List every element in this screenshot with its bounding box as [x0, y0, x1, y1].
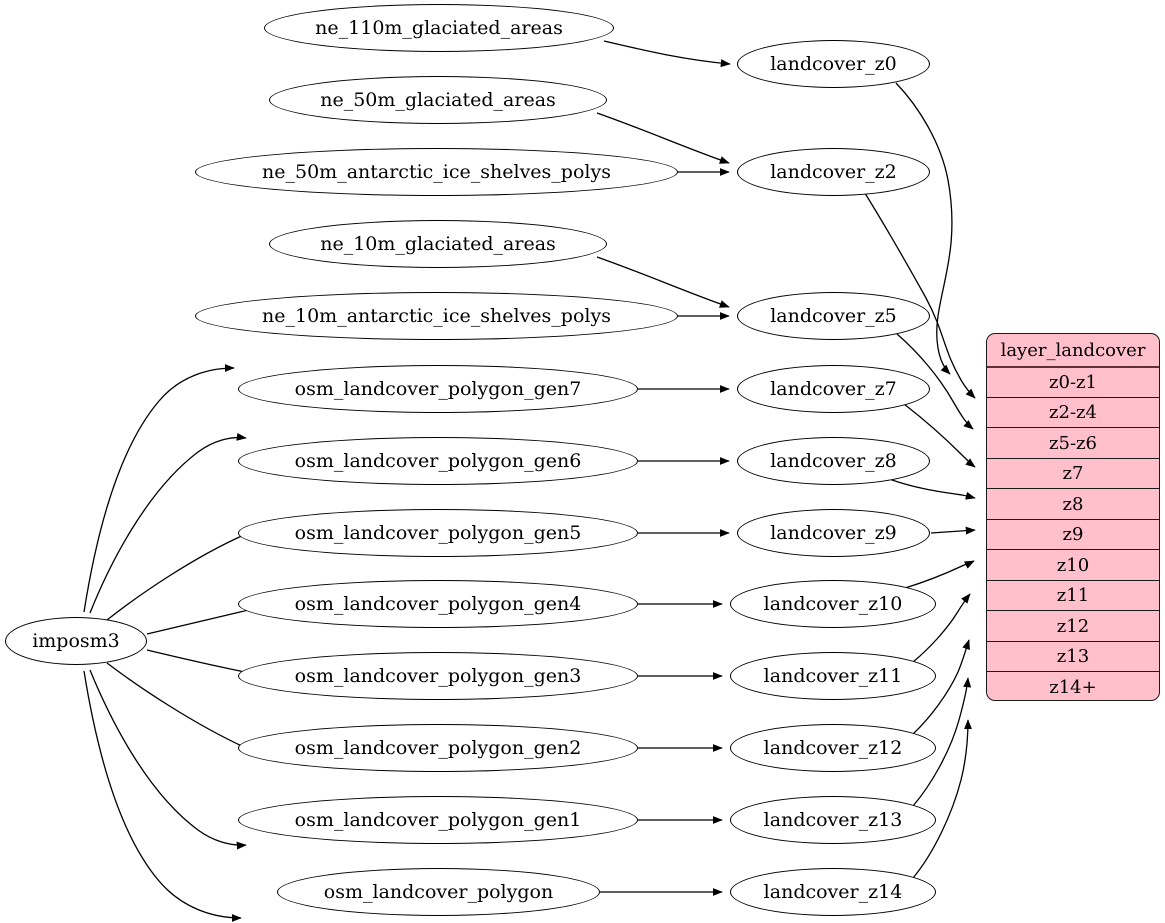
table-row-label: z14+: [1049, 676, 1097, 698]
table-row-z12[interactable]: z12: [987, 610, 1159, 641]
node-label: osm_landcover_polygon_gen5: [294, 521, 582, 544]
node-landcover-z12[interactable]: landcover_z12: [730, 724, 936, 772]
node-ne-10m-glaciated-areas[interactable]: ne_10m_glaciated_areas: [269, 220, 607, 268]
edge-z9-row6: [930, 526, 976, 535]
node-landcover-z0[interactable]: landcover_z0: [737, 40, 930, 88]
node-label: osm_landcover_polygon_gen1: [294, 808, 582, 831]
node-label: osm_landcover_polygon_gen6: [294, 449, 582, 472]
table-row-z8[interactable]: z8: [987, 488, 1159, 519]
table-row-label: z12: [1056, 615, 1090, 637]
node-label: osm_landcover_polygon_gen3: [294, 664, 582, 687]
table-row-z0-z1[interactable]: z0-z1: [987, 366, 1159, 397]
node-label: osm_landcover_polygon: [323, 880, 554, 903]
table-row-z2-z4[interactable]: z2-z4: [987, 397, 1159, 427]
edge-imposm3-gen7: [83, 364, 235, 613]
node-osm-landcover-polygon-gen1[interactable]: osm_landcover_polygon_gen1: [238, 796, 638, 844]
edge-imposm3-gen1: [89, 669, 247, 850]
node-ne-110m-glaciated-areas[interactable]: ne_110m_glaciated_areas: [264, 4, 614, 52]
node-label: landcover_z8: [770, 449, 897, 472]
node-label: landcover_z13: [763, 808, 903, 831]
node-label: landcover_z11: [763, 664, 903, 687]
table-row-label: z0-z1: [1049, 372, 1097, 393]
node-label: ne_50m_glaciated_areas: [320, 88, 556, 111]
node-landcover-z10[interactable]: landcover_z10: [730, 580, 936, 628]
edge-ne110-z0: [603, 40, 731, 68]
node-landcover-z9[interactable]: landcover_z9: [737, 509, 930, 557]
node-label: landcover_z7: [770, 377, 897, 400]
node-label: landcover_z0: [770, 52, 897, 75]
node-label: ne_10m_glaciated_areas: [320, 232, 556, 255]
node-label: landcover_z10: [763, 592, 903, 615]
node-landcover-z11[interactable]: landcover_z11: [730, 652, 936, 700]
table-row-label: z8: [1062, 493, 1084, 515]
node-label: ne_50m_antarctic_ice_shelves_polys: [262, 160, 611, 183]
node-label: landcover_z12: [763, 736, 903, 759]
node-label: landcover_z5: [770, 304, 897, 327]
node-label: landcover_z2: [770, 160, 897, 183]
node-landcover-z8[interactable]: landcover_z8: [737, 437, 930, 485]
table-row-label: z9: [1062, 524, 1084, 545]
node-osm-landcover-polygon[interactable]: osm_landcover_polygon: [277, 868, 600, 916]
node-landcover-z5[interactable]: landcover_z5: [737, 292, 930, 340]
table-row-label: z13: [1056, 646, 1090, 667]
table-row-label: z7: [1062, 463, 1084, 484]
table-row-z11[interactable]: z11: [987, 580, 1159, 610]
node-osm-landcover-polygon-gen5[interactable]: osm_landcover_polygon_gen5: [238, 509, 638, 557]
node-label: osm_landcover_polygon_gen2: [294, 736, 582, 759]
table-row-z14-plus[interactable]: z14+: [987, 671, 1159, 700]
node-ne-50m-antarctic-ice-shelves-polys[interactable]: ne_50m_antarctic_ice_shelves_polys: [195, 148, 678, 196]
node-imposm3[interactable]: imposm3: [5, 617, 147, 665]
table-row-z5-z6[interactable]: z5-z6: [987, 427, 1159, 458]
node-label: landcover_z14: [763, 880, 903, 903]
table-row-z7[interactable]: z7: [987, 458, 1159, 488]
node-label: ne_110m_glaciated_areas: [315, 16, 563, 39]
table-row-label: z2-z4: [1049, 402, 1097, 423]
table-row-z9[interactable]: z9: [987, 519, 1159, 549]
edge-imposm3-polygon: [83, 670, 242, 922]
table-row-label: z5-z6: [1049, 432, 1097, 454]
table-row-label: z11: [1056, 585, 1090, 606]
table-header-label: layer_landcover: [1000, 339, 1146, 361]
table-header-layer-landcover: layer_landcover: [987, 334, 1159, 366]
node-landcover-z7[interactable]: landcover_z7: [737, 365, 930, 413]
node-landcover-z14[interactable]: landcover_z14: [730, 868, 936, 916]
node-landcover-z2[interactable]: landcover_z2: [737, 148, 930, 196]
node-ne-50m-glaciated-areas[interactable]: ne_50m_glaciated_areas: [269, 76, 607, 124]
node-osm-landcover-polygon-gen7[interactable]: osm_landcover_polygon_gen7: [238, 365, 638, 413]
edge-z8-row5: [883, 476, 976, 500]
node-ne-10m-antarctic-ice-shelves-polys[interactable]: ne_10m_antarctic_ice_shelves_polys: [195, 292, 678, 340]
node-osm-landcover-polygon-gen4[interactable]: osm_landcover_polygon_gen4: [238, 580, 638, 628]
node-label: imposm3: [32, 629, 120, 652]
node-osm-landcover-polygon-gen6[interactable]: osm_landcover_polygon_gen6: [238, 437, 638, 485]
edge-imposm3-gen6: [89, 432, 247, 614]
table-row-z10[interactable]: z10: [987, 549, 1159, 580]
node-label: landcover_z9: [770, 521, 897, 544]
node-label: ne_10m_antarctic_ice_shelves_polys: [262, 304, 611, 327]
node-landcover-z13[interactable]: landcover_z13: [730, 796, 936, 844]
layer-landcover-table[interactable]: layer_landcover z0-z1 z2-z4 z5-z6 z7 z8 …: [986, 333, 1160, 701]
table-row-label: z10: [1056, 554, 1090, 576]
edge-z10-row7: [904, 560, 975, 589]
node-osm-landcover-polygon-gen3[interactable]: osm_landcover_polygon_gen3: [238, 652, 638, 700]
table-row-z13[interactable]: z13: [987, 641, 1159, 671]
node-label: osm_landcover_polygon_gen4: [294, 592, 582, 615]
node-osm-landcover-polygon-gen2[interactable]: osm_landcover_polygon_gen2: [238, 724, 638, 772]
node-label: osm_landcover_polygon_gen7: [294, 377, 582, 400]
